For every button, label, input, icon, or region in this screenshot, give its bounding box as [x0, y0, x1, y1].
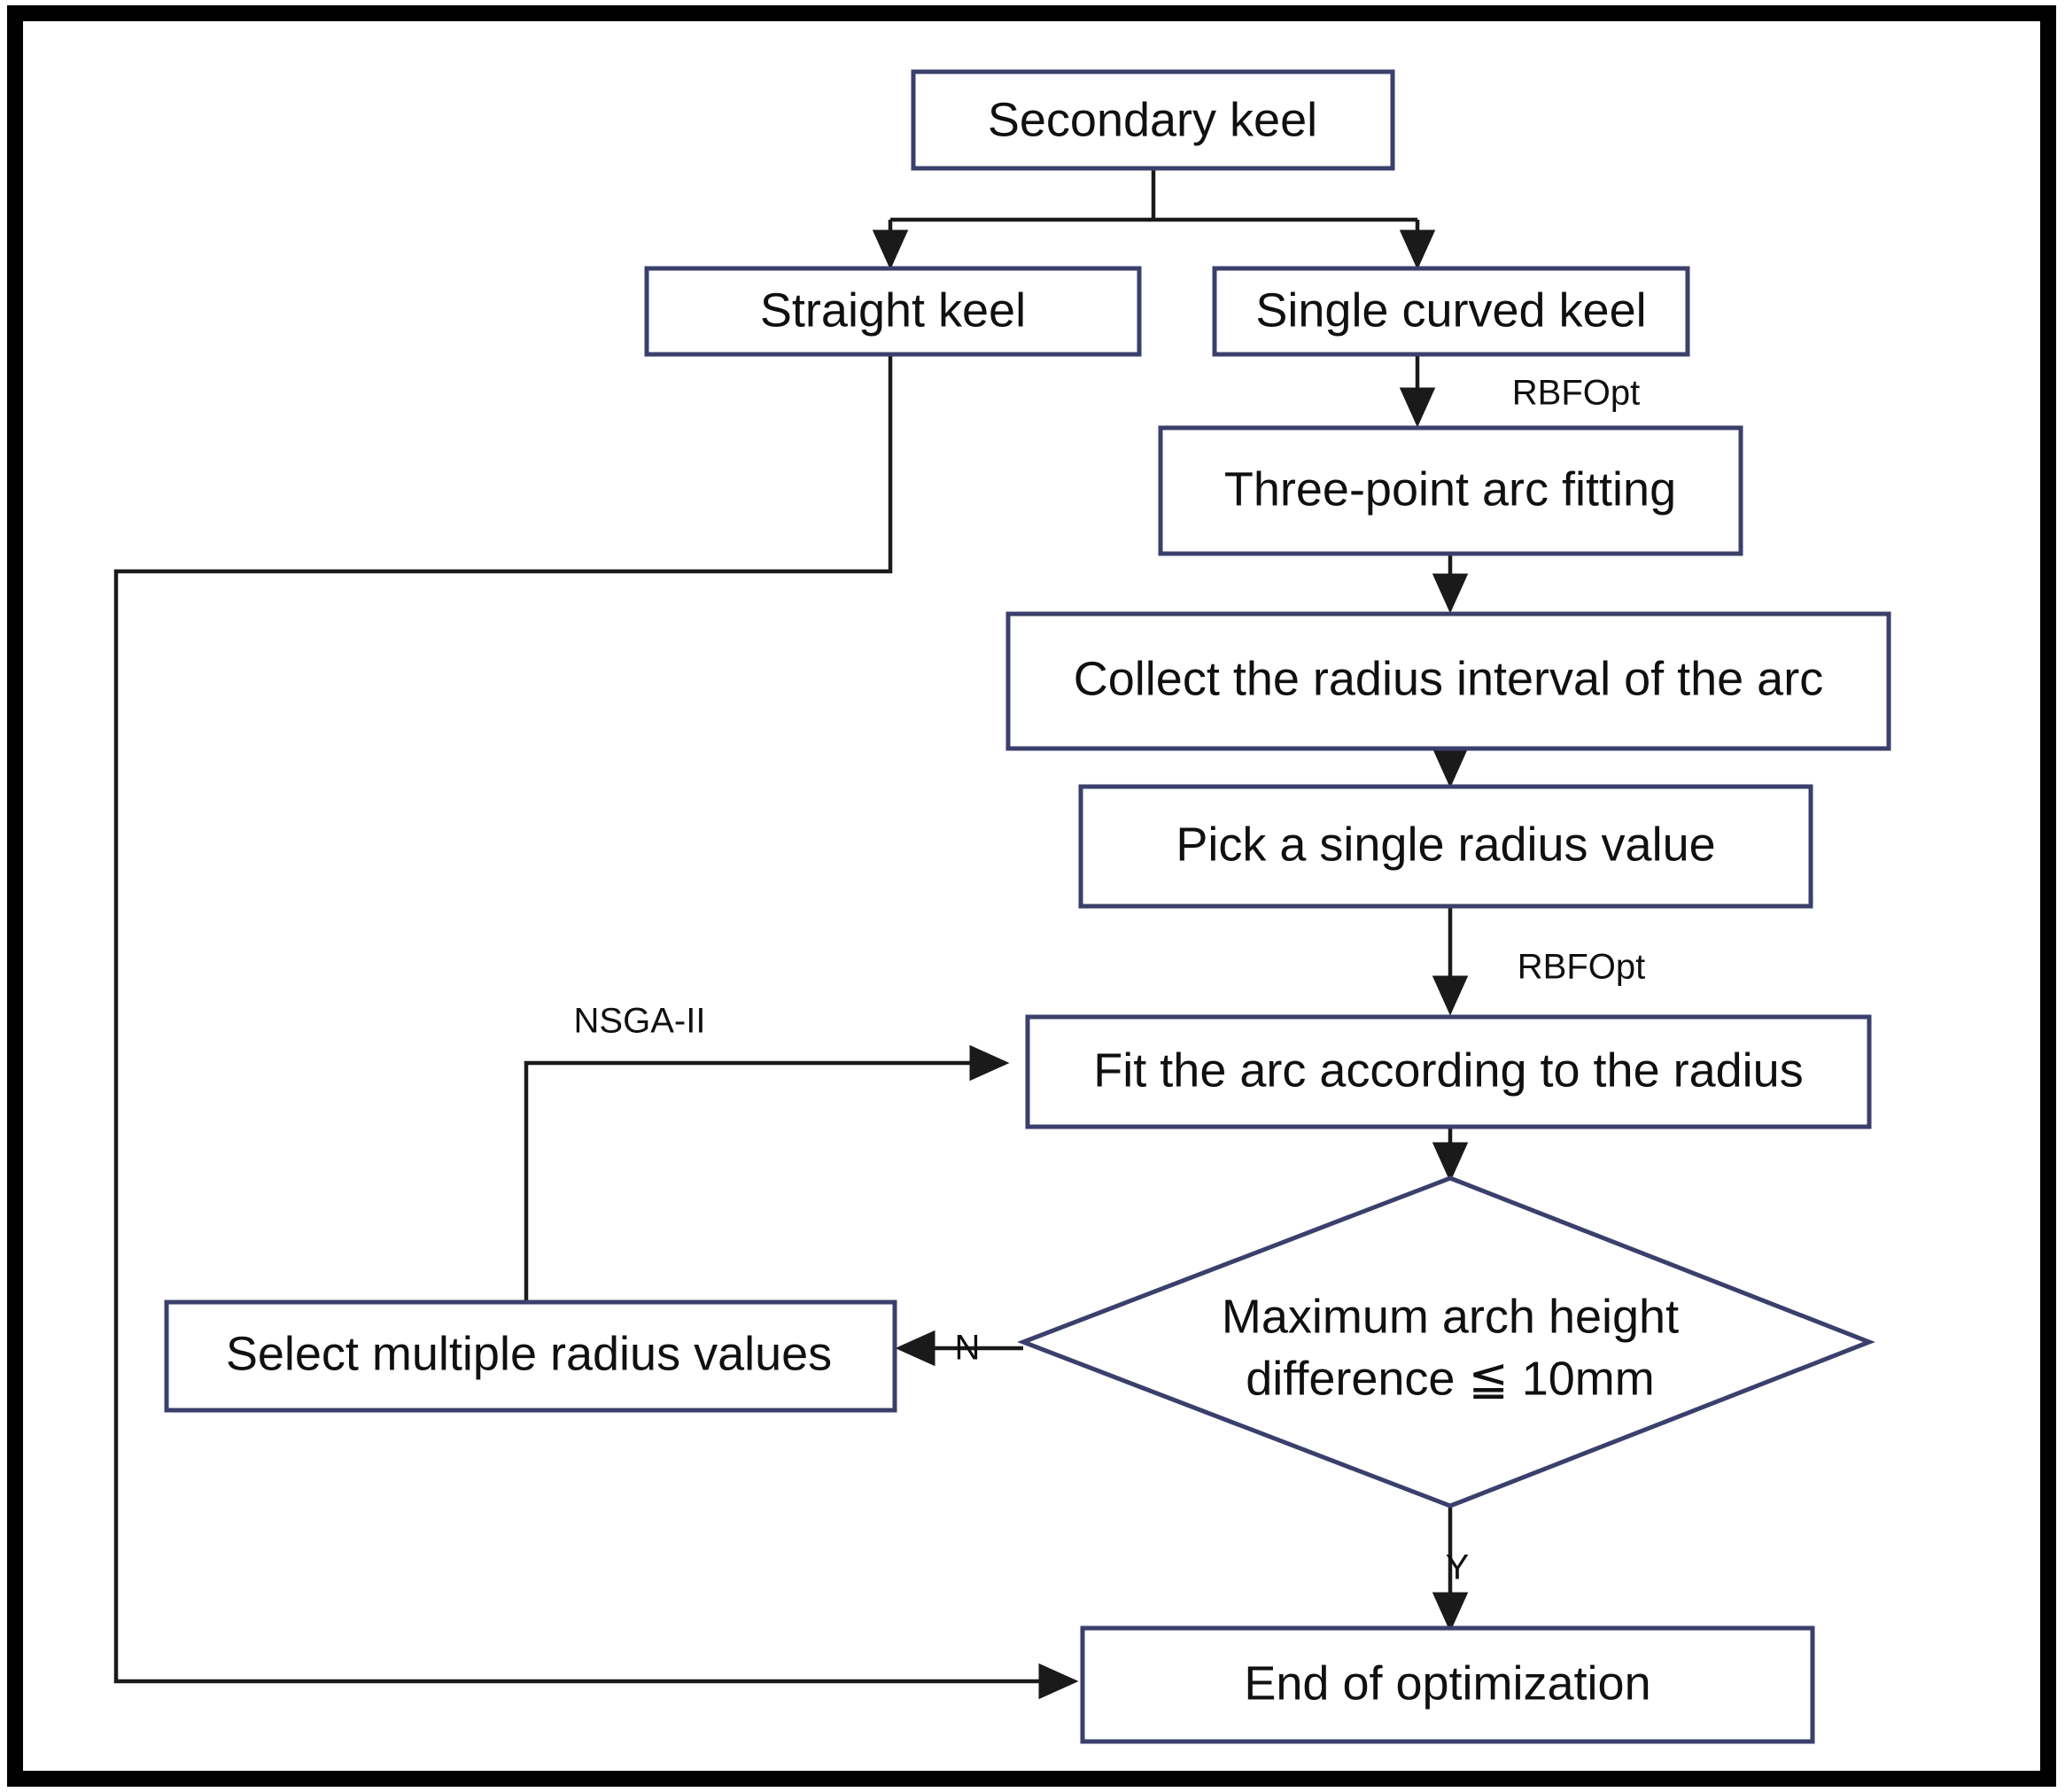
node-straight-keel-label: Straight keel [760, 283, 1026, 337]
figure-frame [7, 5, 2056, 1787]
node-three-point-arc-fitting-label: Three-point arc fitting [1224, 462, 1676, 516]
edge-straight-keel-to-end [113, 354, 1079, 1700]
node-select-multiple-radius[interactable]: Select multiple radius values [164, 1299, 897, 1413]
edge-label-nsga2: NSGA-II [574, 1002, 706, 1041]
edge-label-decision-no: N [955, 1329, 981, 1368]
node-fit-arc-label: Fit the arc according to the radius [1093, 1043, 1803, 1097]
node-decision-arch-height[interactable]: Maximum arch height difference ≦ 10mm [1017, 1175, 1875, 1509]
node-pick-single-radius[interactable]: Pick a single radius value [1078, 784, 1813, 909]
edge-label-rbfopt-upper: RBFOpt [1512, 374, 1640, 413]
node-single-curved-keel[interactable]: Single curved keel [1212, 266, 1690, 357]
edge-label-rbfopt-lower: RBFOpt [1518, 948, 1645, 987]
node-secondary-keel-label: Secondary keel [988, 93, 1317, 146]
node-end-of-optimization-label: End of optimization [1244, 1656, 1650, 1710]
node-decision-line2: difference ≦ 10mm [1246, 1352, 1654, 1405]
edge-select-to-fit-nsga2 [524, 1044, 1010, 1302]
node-collect-radius-interval-label: Collect the radius interval of the arc [1074, 652, 1823, 705]
node-straight-keel[interactable]: Straight keel [644, 266, 1142, 357]
node-select-multiple-radius-label: Select multiple radius values [226, 1327, 832, 1380]
node-fit-arc[interactable]: Fit the arc according to the radius [1025, 1014, 1872, 1129]
edge-label-decision-yes: Y [1446, 1548, 1470, 1587]
node-single-curved-keel-label: Single curved keel [1255, 283, 1646, 337]
node-pick-single-radius-label: Pick a single radius value [1176, 818, 1715, 871]
node-secondary-keel[interactable]: Secondary keel [911, 69, 1395, 171]
node-three-point-arc-fitting[interactable]: Three-point arc fitting [1158, 425, 1743, 556]
node-end-of-optimization[interactable]: End of optimization [1080, 1625, 1815, 1744]
node-decision-line1: Maximum arch height [1222, 1290, 1679, 1343]
node-collect-radius-interval[interactable]: Collect the radius interval of the arc [1005, 611, 1891, 751]
